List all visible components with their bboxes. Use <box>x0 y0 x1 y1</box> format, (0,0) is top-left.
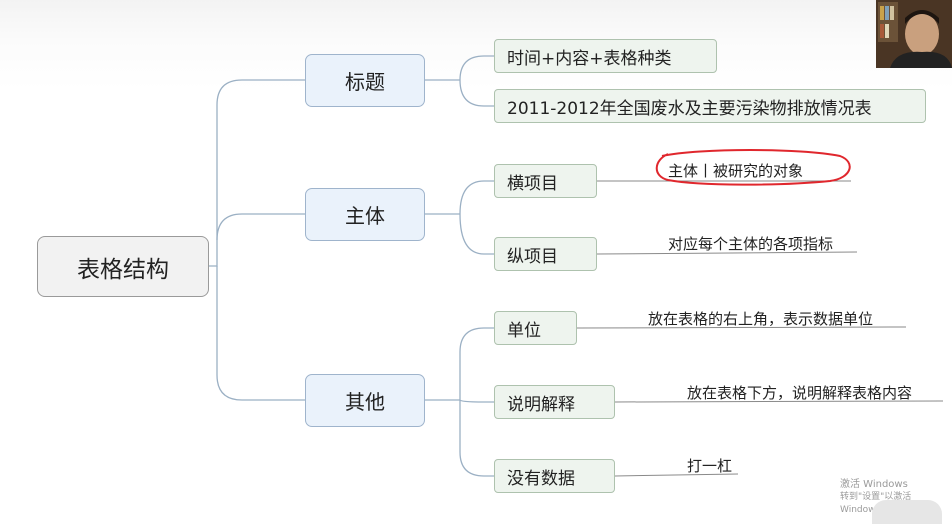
note-line-danwei <box>576 326 907 329</box>
connector-root-title <box>209 79 305 267</box>
webcam-overlay <box>876 0 952 68</box>
node-heng-xiangmu[interactable]: 横项目 <box>494 164 597 198</box>
node-shuoming[interactable]: 说明解释 <box>494 385 615 419</box>
node-title[interactable]: 标题 <box>305 54 425 107</box>
root-label: 表格结构 <box>77 256 169 283</box>
node-danwei-label: 单位 <box>507 320 541 341</box>
node-title-format-label: 时间+内容+表格种类 <box>507 48 672 69</box>
node-subject[interactable]: 主体 <box>305 188 425 241</box>
node-meiyou[interactable]: 没有数据 <box>494 459 615 493</box>
node-shuoming-label: 说明解释 <box>507 394 575 415</box>
note-zong-xiangmu: 对应每个主体的各项指标 <box>668 235 834 253</box>
node-heng-xiangmu-label: 横项目 <box>507 173 558 194</box>
watermark-line-1: 激活 Windows <box>840 479 908 490</box>
note-heng-xiangmu: 主体丨被研究的对象 <box>668 162 804 180</box>
windows-watermark: 激活 Windows 转到"设置"以激活 Windows。 <box>840 478 952 517</box>
node-title-example[interactable]: 2011-2012年全国废水及主要污染物排放情况表 <box>494 89 926 123</box>
connector-other-children <box>425 327 494 477</box>
watermark-line-2: 转到"设置"以激活 Windows。 <box>840 492 912 515</box>
node-zong-xiangmu-label: 纵项目 <box>507 246 558 267</box>
node-other[interactable]: 其他 <box>305 374 425 427</box>
node-title-example-label: 2011-2012年全国废水及主要污染物排放情况表 <box>507 98 872 119</box>
note-meiyou: 打一杠 <box>687 457 733 475</box>
note-shuoming: 放在表格下方，说明解释表格内容 <box>687 384 913 402</box>
node-meiyou-label: 没有数据 <box>507 468 575 489</box>
note-line-meiyou <box>614 473 739 477</box>
annotation-circle <box>655 149 851 186</box>
connector-root-other <box>216 266 305 401</box>
node-other-label: 其他 <box>345 390 385 414</box>
root-node[interactable]: 表格结构 <box>37 236 209 297</box>
node-title-format[interactable]: 时间+内容+表格种类 <box>494 39 717 73</box>
note-line-zong <box>596 251 858 255</box>
connector-title-children <box>425 55 494 107</box>
note-line-shuoming <box>614 400 944 403</box>
node-subject-label: 主体 <box>345 204 385 228</box>
node-title-label: 标题 <box>345 70 385 94</box>
node-danwei[interactable]: 单位 <box>494 311 577 345</box>
corner-overlay <box>872 500 942 524</box>
connector-subject-children <box>425 180 494 255</box>
note-danwei: 放在表格的右上角，表示数据单位 <box>648 310 874 328</box>
connector-root-subject <box>216 213 305 241</box>
node-zong-xiangmu[interactable]: 纵项目 <box>494 237 597 271</box>
